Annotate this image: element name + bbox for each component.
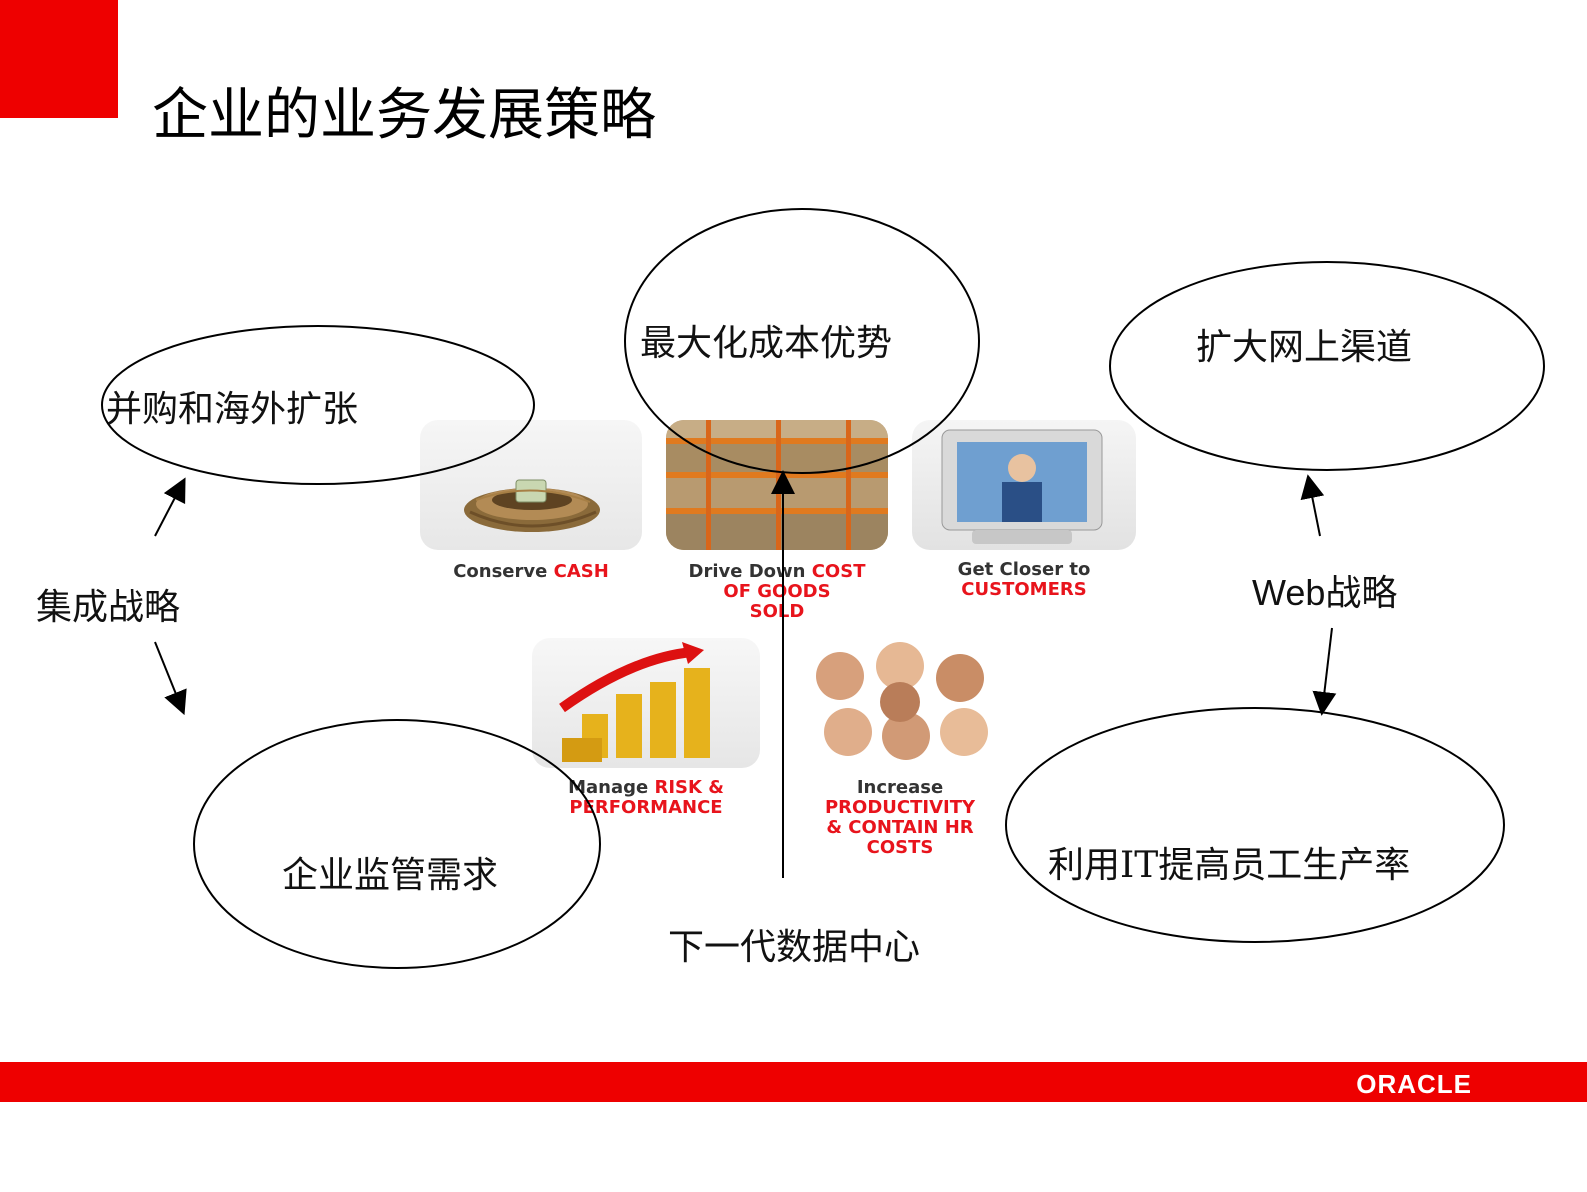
caption-increase-productivity: Increase PRODUCTIVITY & CONTAIN HR COSTS <box>824 777 976 858</box>
caption-drive-down-cost: Drive Down COST OF GOODS SOLD <box>688 561 866 622</box>
arrow-integration-up <box>154 477 186 537</box>
bubble-regulation-text: 企业监管需求 <box>282 855 499 896</box>
computer-monitor-icon <box>941 429 1103 544</box>
label-integration-strategy: 集成战略 <box>36 587 181 628</box>
caption-closer-customers: Get Closer to CUSTOMERS <box>957 559 1091 600</box>
bubble-cost-outline <box>624 208 980 474</box>
tile-customer-image <box>912 420 1136 550</box>
bubble-productivity-outline <box>1005 707 1505 943</box>
label-next-gen-datacenter: 下一代数据中心 <box>668 927 921 968</box>
money-nest-icon <box>464 479 600 532</box>
bar-growth-icon <box>559 642 710 762</box>
arrow-web-down <box>1312 627 1337 716</box>
tile-conserve-cash-image <box>420 420 642 550</box>
bubble-cost-text: 最大化成本优势 <box>640 323 893 364</box>
footer-bar <box>0 1062 1587 1102</box>
arrow-web-up <box>1300 474 1325 537</box>
bubble-online-text: 扩大网上渠道 <box>1196 327 1413 368</box>
brand-corner-block <box>0 0 118 118</box>
oracle-logo: ORACLE <box>1356 1069 1472 1099</box>
caption-manage-risk: Manage RISK & PERFORMANCE <box>568 777 724 818</box>
bubble-productivity-text: 利用IT提高员工生产率 <box>1048 845 1411 886</box>
bubble-regulation-outline <box>193 719 601 969</box>
team-faces-icon <box>816 642 988 760</box>
tile-growth-image <box>532 638 760 768</box>
bubble-mna-text: 并购和海外扩张 <box>106 389 359 430</box>
bubble-mna-outline <box>101 325 535 485</box>
label-web-strategy: Web战略 <box>1252 572 1398 613</box>
bubble-online-outline <box>1109 261 1545 471</box>
arrow-integration-down <box>154 641 187 716</box>
tile-people-image <box>788 636 1012 766</box>
caption-conserve-cash: Conserve CASH <box>453 561 609 582</box>
slide-title: 企业的业务发展策略 <box>152 83 656 148</box>
